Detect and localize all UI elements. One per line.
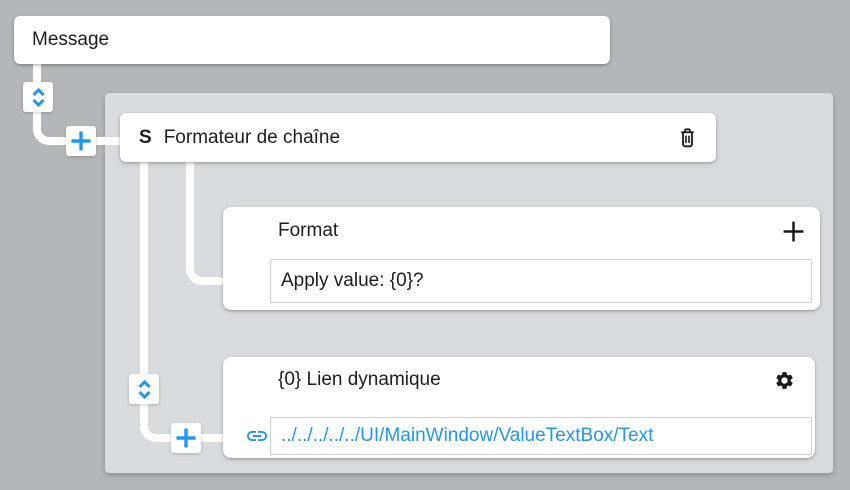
format-string-input[interactable] <box>270 259 812 303</box>
message-node-label: Message <box>32 29 110 50</box>
plus-icon <box>781 219 806 244</box>
string-type-badge: S <box>139 126 152 148</box>
dynamic-link-settings-button[interactable] <box>774 370 795 391</box>
connector-formatter-to-format <box>186 162 223 285</box>
add-argument-button[interactable] <box>781 219 806 244</box>
add-converter-button-dynamic-link[interactable] <box>171 423 201 453</box>
reorder-button-top[interactable] <box>23 82 53 112</box>
dynamic-link-section: {0} Lien dynamique <box>223 357 815 458</box>
plus-icon <box>174 426 198 450</box>
plus-icon <box>69 129 93 153</box>
dynamic-link-path-input[interactable] <box>270 417 812 455</box>
dynamic-link-label: {0} Lien dynamique <box>278 369 441 390</box>
format-label: Format <box>278 220 339 241</box>
format-section: Format <box>223 207 820 310</box>
trash-icon <box>678 127 697 148</box>
gear-icon <box>774 370 795 391</box>
link-icon <box>245 424 269 448</box>
reorder-button-dynamic-link[interactable] <box>129 374 159 404</box>
add-converter-button-top[interactable] <box>66 126 96 156</box>
message-node[interactable]: Message <box>14 16 610 64</box>
unfold-more-icon <box>136 379 153 400</box>
unfold-more-icon <box>30 87 47 108</box>
formatter-title: Formateur de chaîne <box>163 126 341 148</box>
formatter-header[interactable]: S Formateur de chaîne <box>120 113 716 162</box>
delete-formatter-button[interactable] <box>678 127 697 148</box>
